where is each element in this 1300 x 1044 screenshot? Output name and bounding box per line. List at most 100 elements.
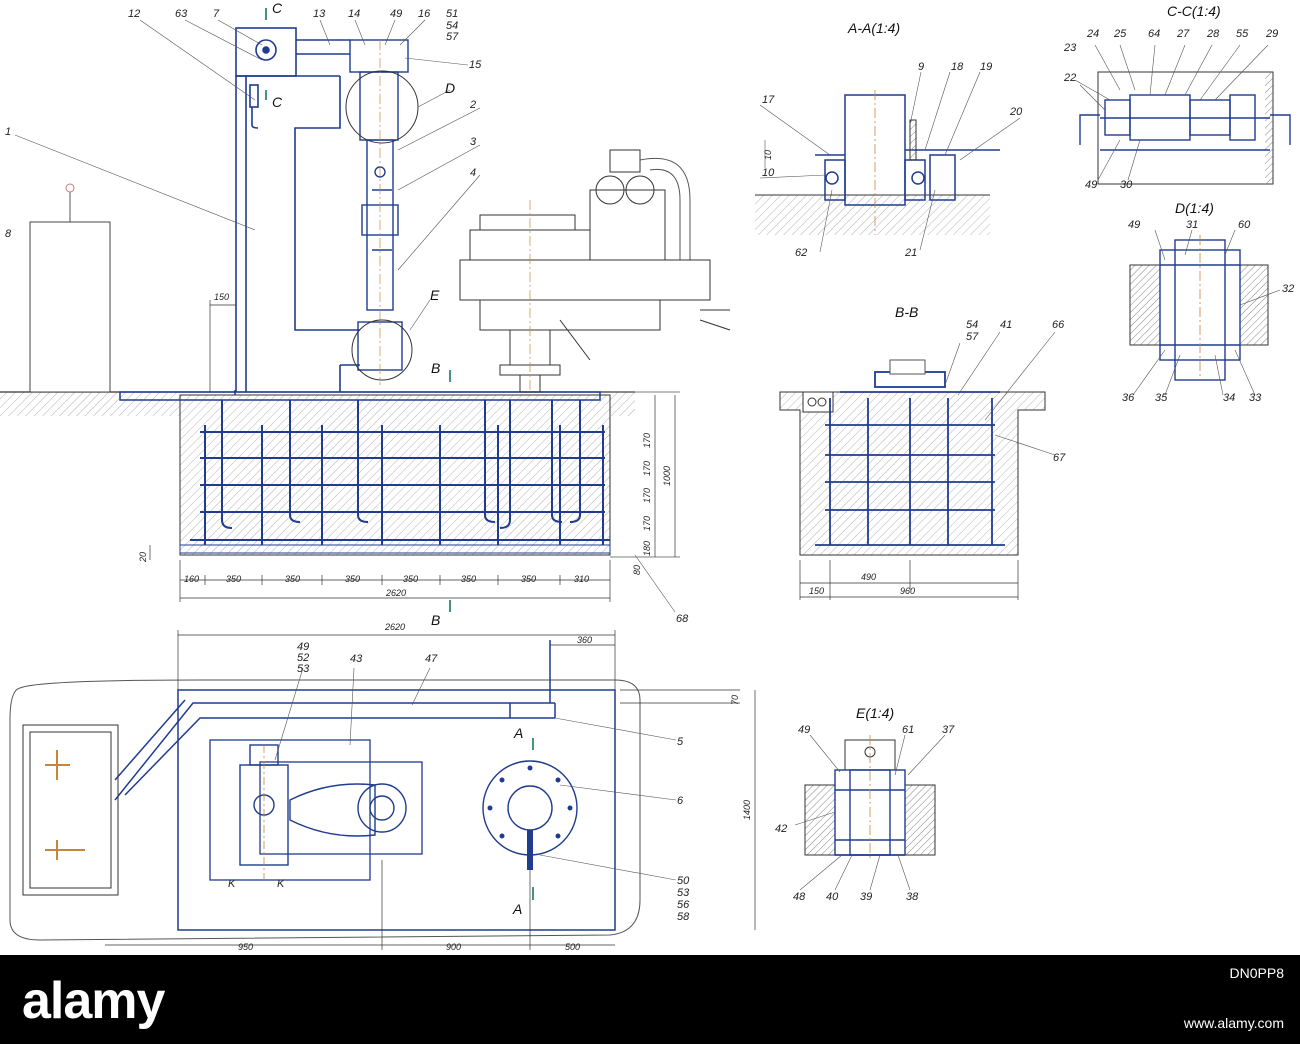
rebar-cage [190,400,610,545]
part-label-21: 21 [904,247,917,259]
part-label-48: 48 [793,891,806,903]
dim-180: 180 [642,541,652,556]
part-label-24: 24 [1086,28,1099,40]
flange-bolts [487,765,573,839]
part-label-29: 29 [1265,28,1278,40]
main-elevation-view: 1 12 63 7 13 14 49 16 51 54 57 15 2 3 4 … [0,0,731,628]
part-label-2: 2 [469,99,476,111]
dim-350-2: 350 [285,574,300,584]
flange-6 [482,760,578,870]
part-label-52: 52 [297,652,309,664]
part-label-36: 36 [1122,392,1135,404]
part-label-22: 22 [1063,72,1076,84]
part-label-37: 37 [942,724,955,736]
dim-10: 10 [763,150,773,160]
part-label-31: 31 [1186,219,1198,231]
part-label-66: 66 [1052,319,1065,331]
dim-310: 310 [574,574,589,584]
part-label-12: 12 [128,8,140,20]
part-label-49-top: 49 [390,8,402,20]
brand-logo[interactable]: alamy [22,972,165,1030]
section-aa-title: A-A(1:4) [847,20,900,36]
part-label-62: 62 [795,247,807,259]
part-label-56: 56 [677,899,690,911]
part-label-10: 10 [762,167,775,179]
dim-1400: 1400 [742,800,752,820]
section-bb-view: B-B [779,304,1066,600]
dim-170-2: 170 [642,461,652,476]
cabinet-8 [29,183,111,393]
dim-350-6: 350 [521,574,536,584]
part-label-63: 63 [175,8,188,20]
part-label-61: 61 [902,724,914,736]
detail-circle-e [351,319,413,381]
technical-drawing: 1 12 63 7 13 14 49 16 51 54 57 15 2 3 4 … [0,0,1295,952]
part-label-23: 23 [1063,42,1077,54]
part-label-38: 38 [906,891,919,903]
part-label-40: 40 [826,891,839,903]
dim-170-3: 170 [642,488,652,503]
part-label-3: 3 [470,136,477,148]
dim-2620-plan: 2620 [384,622,405,632]
section-mark-a-top: A [513,725,523,741]
part-label-6: 6 [677,795,684,807]
part-label-17: 17 [762,94,775,106]
stock-image-id: DN0PP8 [1229,965,1284,981]
part-label-5: 5 [677,736,684,748]
part-label-4: 4 [470,167,476,179]
part-label-51: 51 [446,8,458,20]
part-label-25: 25 [1113,28,1127,40]
dim-150-bb: 150 [809,586,824,596]
part-label-68: 68 [676,613,689,625]
part-label-41: 41 [1000,319,1012,331]
dim-350-5: 350 [461,574,476,584]
section-mark-c-top: C [272,0,283,16]
detail-circle-d [345,70,419,144]
part-label-49-cc: 49 [1085,179,1097,191]
main-dimension-lines [149,300,676,602]
part-label-50: 50 [677,875,690,887]
dim-500: 500 [565,942,580,952]
part-label-53: 53 [677,887,690,899]
dim-900: 900 [446,942,461,952]
part-label-13: 13 [313,8,326,20]
stock-site-url[interactable]: www.alamy.com [1183,1015,1284,1031]
part-label-57: 57 [446,31,459,43]
detail-e-title: E(1:4) [856,705,894,721]
part-label-57-bb: 57 [966,331,979,343]
dim-350-1: 350 [226,574,241,584]
part-label-42: 42 [775,823,787,835]
section-cc-title: C-C(1:4) [1167,3,1221,19]
section-mark-b-top: B [431,360,440,376]
dim-960: 960 [900,586,915,596]
part-label-8: 8 [5,228,12,240]
detail-d-title: D(1:4) [1175,200,1214,216]
part-label-20: 20 [1009,106,1023,118]
part-label-49-e: 49 [798,724,810,736]
part-label-67: 67 [1053,452,1066,464]
dim-490: 490 [861,572,876,582]
dim-1000: 1000 [662,466,672,486]
part-label-30: 30 [1120,179,1133,191]
part-label-39: 39 [860,891,872,903]
plan-outline-contour [9,679,641,941]
part-label-15: 15 [469,59,482,71]
detail-mark-d: D [445,80,455,96]
part-label-35: 35 [1155,392,1168,404]
part-label-64: 64 [1148,28,1160,40]
part-label-28: 28 [1206,28,1220,40]
dim-160: 160 [184,574,199,584]
section-mark-b-bottom: B [431,612,440,628]
part-label-7: 7 [213,8,220,20]
part-label-9: 9 [918,61,924,73]
control-box [22,724,119,896]
part-label-47: 47 [425,653,438,665]
part-label-54-bb: 54 [966,319,978,331]
gear-reducer-assembly [239,744,407,880]
dim-360: 360 [577,635,592,645]
foundation-block [179,394,611,556]
column-frame [234,27,360,395]
part-label-49-d: 49 [1128,219,1140,231]
dim-2620-main: 2620 [385,588,406,598]
section-mark-k-left: K [228,878,236,890]
